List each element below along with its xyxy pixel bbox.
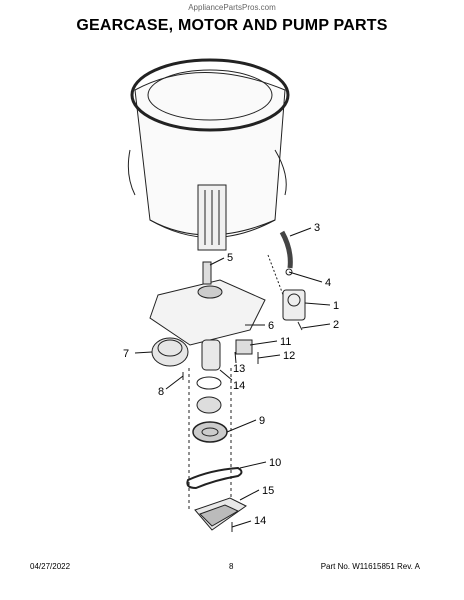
motor: [151, 337, 189, 380]
callout-10: 10: [269, 457, 281, 469]
page-title: GEARCASE, MOTOR AND PUMP PARTS: [76, 17, 388, 34]
callout-11: 11: [280, 336, 291, 348]
callout-labels: 3 4 1 2 5 6 11 12 7 13 8 14 9 10 15 14: [123, 222, 339, 527]
callout-8: 8: [158, 386, 164, 398]
callout-9: 9: [259, 415, 265, 427]
leader-lines: [134, 227, 331, 528]
clutch-stack: [188, 339, 232, 512]
footer-part-number: Part No. W11615851 Rev. A: [320, 562, 420, 571]
drain-hose: [267, 230, 293, 301]
callout-14: 14: [233, 380, 245, 392]
shift-actuator: [235, 339, 259, 364]
footer-page-number: 8: [229, 562, 234, 571]
callout-15: 15: [262, 485, 274, 497]
callout-4: 4: [325, 277, 331, 289]
callout-1: 1: [333, 300, 339, 312]
callout-6: 6: [268, 320, 274, 332]
callout-12: 12: [283, 350, 295, 362]
pulley-bracket: [194, 497, 247, 532]
gearcase: [149, 261, 266, 346]
callout-14b: 14: [254, 515, 266, 527]
callout-7: 7: [123, 348, 129, 360]
tub: [127, 58, 290, 251]
callout-13: 13: [233, 363, 245, 375]
callout-3: 3: [314, 222, 320, 234]
footer-date: 04/27/2022: [30, 562, 71, 571]
drive-belt: [186, 466, 243, 490]
callout-2: 2: [333, 319, 339, 331]
watermark: AppliancePartsPros.com: [188, 3, 276, 12]
pump: [282, 289, 306, 331]
callout-5: 5: [227, 252, 233, 264]
